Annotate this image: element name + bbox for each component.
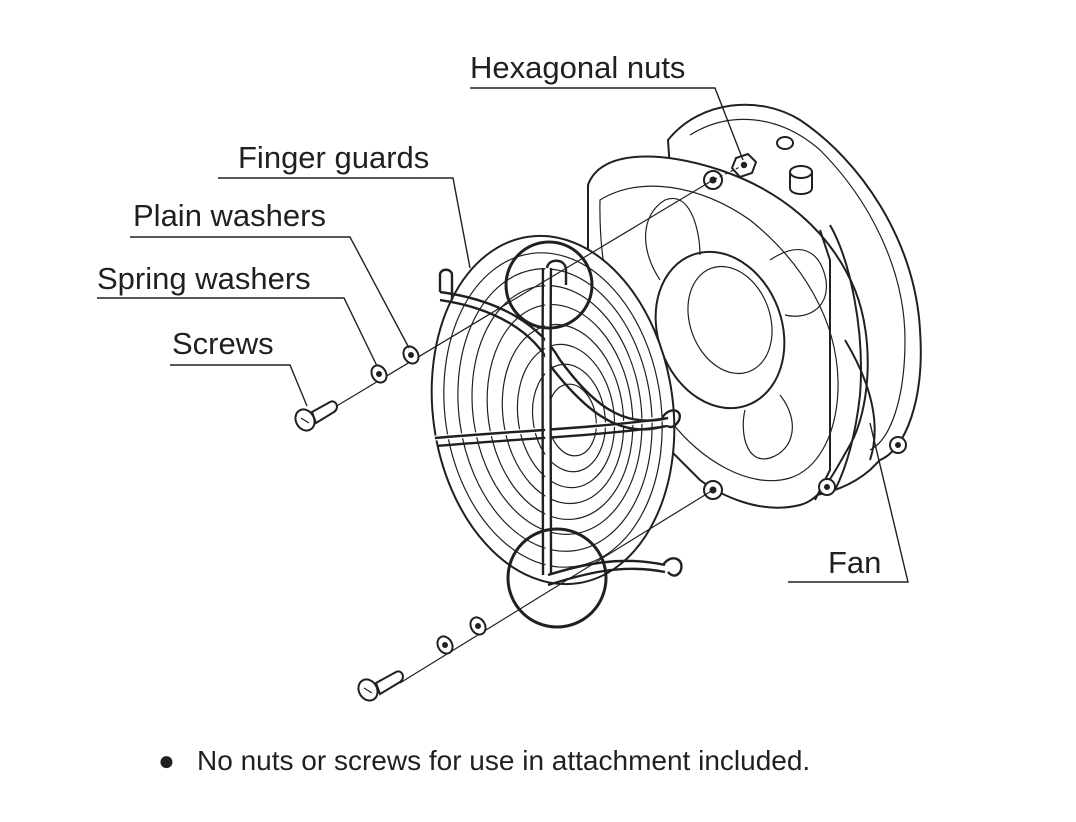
label-finger-guards: Finger guards xyxy=(238,140,429,175)
lower-hardware xyxy=(357,616,487,702)
note-text: No nuts or screws for use in attachment … xyxy=(197,745,810,776)
label-screws: Screws xyxy=(172,326,274,361)
note-bullet: ● xyxy=(158,745,175,776)
upper-detail-circle xyxy=(504,240,594,330)
label-spring-washers: Spring washers xyxy=(97,261,311,296)
label-fan: Fan xyxy=(828,545,881,580)
label-plain-washers: Plain washers xyxy=(133,198,326,233)
label-hexagonal-nuts: Hexagonal nuts xyxy=(470,50,685,85)
upper-hardware xyxy=(294,345,420,432)
leader-lines xyxy=(97,87,909,583)
finger-guard xyxy=(430,234,683,587)
lower-detail-circle xyxy=(506,527,608,629)
